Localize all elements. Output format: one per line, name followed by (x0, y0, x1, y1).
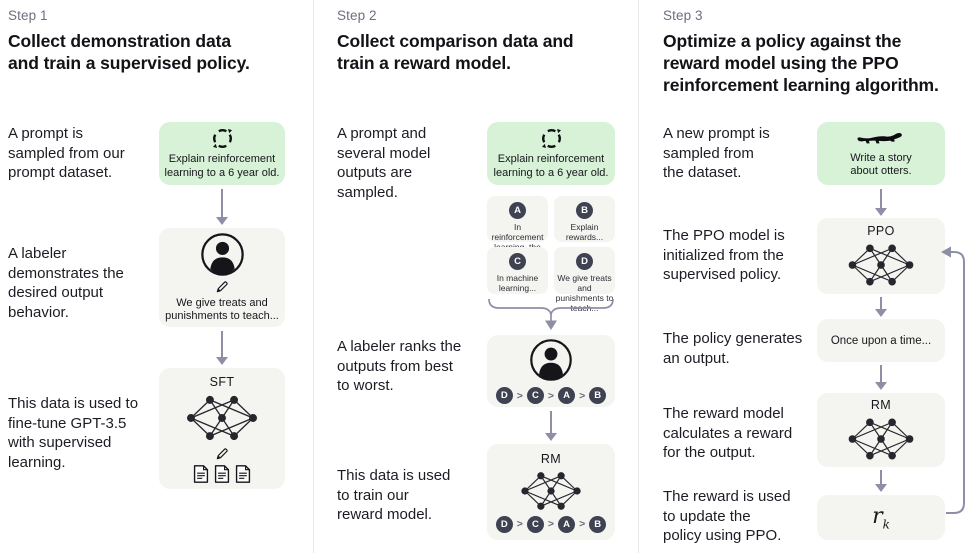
caption-prompt-sampled: A prompt is sampled from our prompt data… (8, 125, 125, 181)
network-icon (187, 395, 257, 440)
greater-than: > (579, 518, 586, 530)
arrow-down-icon (215, 189, 229, 225)
rank-badge: A (558, 387, 576, 404)
otter-icon (857, 132, 902, 143)
document-icon (214, 464, 230, 483)
sample-card-c: C In machine learning... (487, 247, 548, 294)
badge-a: A (509, 202, 526, 219)
rank-badge: D (495, 387, 513, 404)
caption-labeler-ranks: A labeler ranks the outputs from best to… (337, 338, 462, 394)
rank-badge: B (589, 515, 607, 533)
sft-label: SFT (209, 374, 235, 389)
column-divider (313, 0, 314, 553)
caption-policy-generates: The policy generates an output. (663, 330, 803, 367)
rm-label: RM (870, 398, 892, 412)
cycle-icon (541, 128, 561, 149)
greater-than: > (547, 389, 555, 402)
rm-card-step3: RM (817, 393, 945, 467)
caption-labeler-demonstrates: A labeler demonstrates the desired outpu… (8, 245, 124, 321)
loop-arrow-icon (941, 246, 965, 514)
labeler-rank-card: D > C > A > B (487, 335, 615, 407)
arrow-down-icon (874, 189, 888, 216)
cycle-icon (212, 128, 232, 149)
brace-arrow-icon (488, 298, 614, 330)
network-icon (848, 244, 914, 286)
document-icon (235, 464, 251, 483)
sample-card-a: A In reinforcement learning, the agent i… (487, 196, 548, 262)
reward-symbol: rk (872, 504, 890, 531)
sample-card-d: D We give treats and punishments to teac… (554, 247, 615, 313)
prompt-card-text: Write a story about otters. (850, 151, 912, 178)
prompt-card-step2: Explain reinforcement learning to a 6 ye… (487, 122, 615, 185)
labeler-icon (200, 232, 244, 276)
rank-badge: D (495, 515, 513, 533)
badge-d: D (576, 253, 593, 270)
arrow-down-icon (215, 331, 229, 365)
ppo-label: PPO (867, 224, 895, 238)
caption-train-reward-model: This data is used to train our reward mo… (337, 467, 451, 523)
greater-than: > (547, 518, 555, 530)
rank-badge: C (526, 515, 544, 533)
output-text: Once upon a time... (830, 334, 932, 347)
caption-finetune-gpt: This data is used to fine-tune GPT-3.5 w… (8, 395, 139, 471)
caption-new-prompt: A new prompt is sampled from the dataset… (663, 125, 770, 181)
network-icon (521, 471, 581, 510)
prompt-card-text: Explain reinforcement learning to a 6 ye… (493, 153, 609, 179)
greater-than: > (516, 389, 523, 402)
sample-text-b: Explain rewards... (565, 222, 604, 242)
column-divider (638, 0, 639, 553)
badge-b: B (576, 202, 593, 219)
prompt-card-text: Explain reinforcement learning to a 6 ye… (164, 153, 280, 179)
rank-badge: A (558, 515, 576, 533)
reward-base: r (872, 503, 883, 529)
documents-icon (193, 464, 251, 483)
caption-ppo-initialized: The PPO model is initialized from the su… (663, 227, 785, 283)
step-2-title: Collect comparison data and train a rewa… (337, 31, 574, 73)
rank-badge: C (526, 387, 544, 404)
caption-reward-updates-policy: The reward is used to update the policy … (663, 488, 791, 544)
output-card: Once upon a time... (817, 319, 945, 362)
ranking-row: D > C > A > B (495, 387, 607, 404)
arrow-down-icon (874, 365, 888, 390)
reward-card: rk (817, 495, 945, 540)
labeler-demo-card: We give treats and punishments to teach.… (159, 228, 285, 327)
ranking-row: D > C > A > B (495, 515, 607, 533)
rm-label: RM (540, 451, 562, 466)
sample-text-c: In machine learning... (496, 273, 539, 293)
caption-outputs-sampled: A prompt and several model outputs are s… (337, 125, 431, 201)
prompt-card-step3: Write a story about otters. (817, 122, 945, 185)
arrow-down-icon (544, 411, 558, 441)
pencil-icon (216, 447, 228, 459)
step-1-label: Step 1 (8, 8, 48, 23)
sample-card-b: B Explain rewards... (554, 196, 615, 242)
reward-subscript: k (882, 517, 890, 532)
network-icon (848, 418, 914, 460)
badge-c: C (509, 253, 526, 270)
rank-badge: B (589, 387, 607, 404)
step-3-title: Optimize a policy against the reward mod… (663, 31, 939, 95)
ppo-card: PPO (817, 218, 945, 294)
prompt-card-step1: Explain reinforcement learning to a 6 ye… (159, 122, 285, 185)
document-icon (193, 464, 209, 483)
greater-than: > (516, 518, 523, 530)
pencil-icon (216, 280, 228, 292)
step-3-label: Step 3 (663, 8, 703, 23)
labeler-icon (530, 339, 572, 381)
step-1-title: Collect demonstration data and train a s… (8, 31, 250, 73)
caption-reward-calculated: The reward model calculates a reward for… (663, 405, 793, 461)
arrow-down-icon (874, 470, 888, 492)
greater-than: > (579, 389, 586, 402)
rm-card-step2: RM D > C > A > B (487, 444, 615, 540)
sft-card: SFT (159, 368, 285, 489)
step-2-label: Step 2 (337, 8, 377, 23)
arrow-down-icon (874, 297, 888, 317)
labeler-demo-text: We give treats and punishments to teach.… (165, 296, 279, 323)
